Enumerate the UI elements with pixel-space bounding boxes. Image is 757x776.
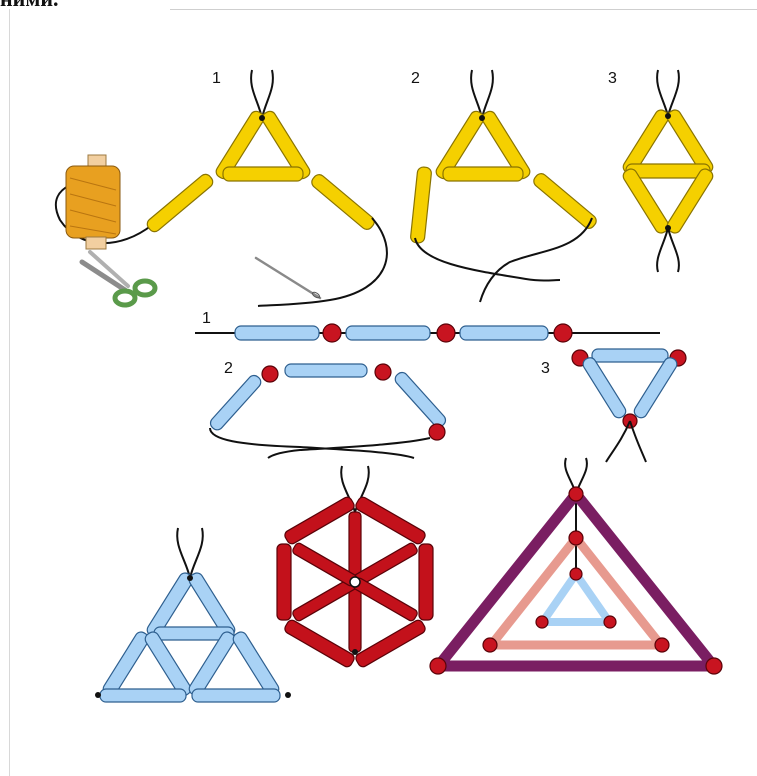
blue-step-3-triangle [572, 349, 686, 462]
blue-step-1-string [195, 324, 660, 342]
yellow-step-3 [621, 70, 715, 272]
needle-icon [256, 258, 320, 299]
nested-triangles [430, 458, 722, 674]
blue-pyramid [95, 528, 291, 702]
scissors-icon [82, 252, 155, 305]
thread-spool-icon [66, 155, 120, 249]
blue-step-2-open [208, 364, 448, 458]
red-hexagon [277, 466, 433, 669]
yellow-step-2 [410, 70, 599, 302]
